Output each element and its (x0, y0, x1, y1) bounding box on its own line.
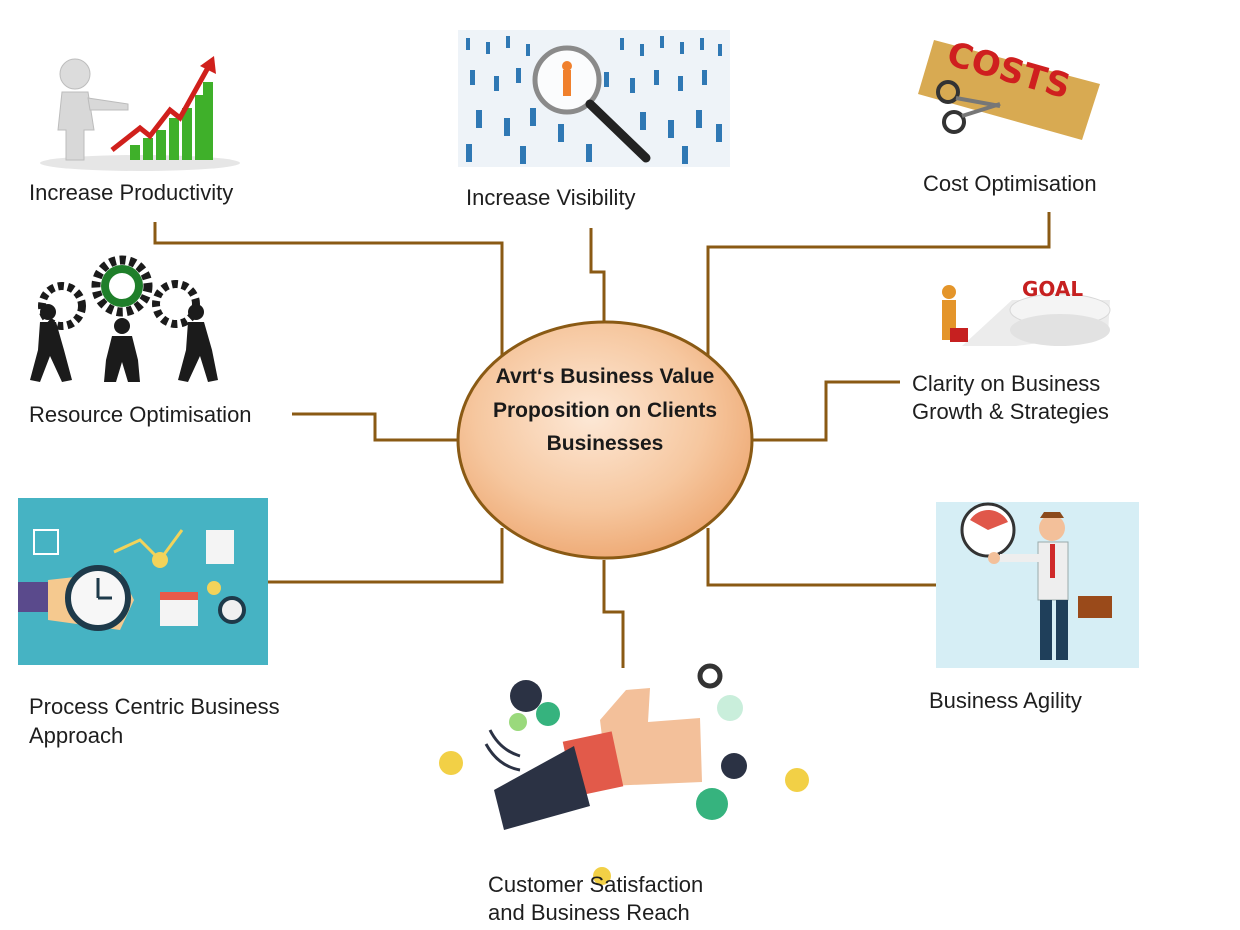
resource-illustration (30, 255, 218, 382)
goal-sign-text: GOAL (1022, 277, 1083, 301)
process-illustration (18, 498, 268, 665)
connector-visibility (589, 228, 606, 322)
clarity-illustration: GOAL (942, 277, 1111, 346)
label-cost-optimisation: Cost Optimisation (923, 171, 1097, 196)
label-clarity-line1: Clarity on Business (912, 371, 1101, 396)
customer-illustration (439, 663, 809, 885)
label-clarity-line2: Growth & Strategies (912, 399, 1109, 424)
label-increase-visibility: Increase Visibility (466, 185, 636, 210)
connector-customer (602, 560, 625, 668)
connector-cost (706, 212, 1051, 355)
center-title: Avrt‘s Business Value Proposition on Cli… (493, 365, 717, 455)
label-customer-line2: and Business Reach (488, 900, 690, 925)
center-ellipse (456, 320, 754, 560)
label-resource-optimisation: Resource Optimisation (29, 402, 252, 427)
connector-agility (706, 528, 936, 587)
connectors (153, 212, 1051, 668)
connector-productivity (153, 222, 504, 355)
agility-illustration (936, 502, 1139, 668)
visibility-illustration (458, 30, 730, 167)
label-business-agility: Business Agility (929, 688, 1082, 713)
connector-resource (292, 412, 458, 442)
label-process-line1: Process Centric Business (29, 694, 280, 719)
label-customer-line1: Customer Satisfaction (488, 872, 704, 897)
label-increase-productivity: Increase Productivity (29, 180, 234, 205)
cost-illustration: COSTS (918, 34, 1100, 140)
connector-clarity (752, 380, 900, 442)
connector-process (268, 528, 504, 584)
label-process-line2: Approach (29, 723, 124, 748)
productivity-illustration (40, 56, 240, 171)
